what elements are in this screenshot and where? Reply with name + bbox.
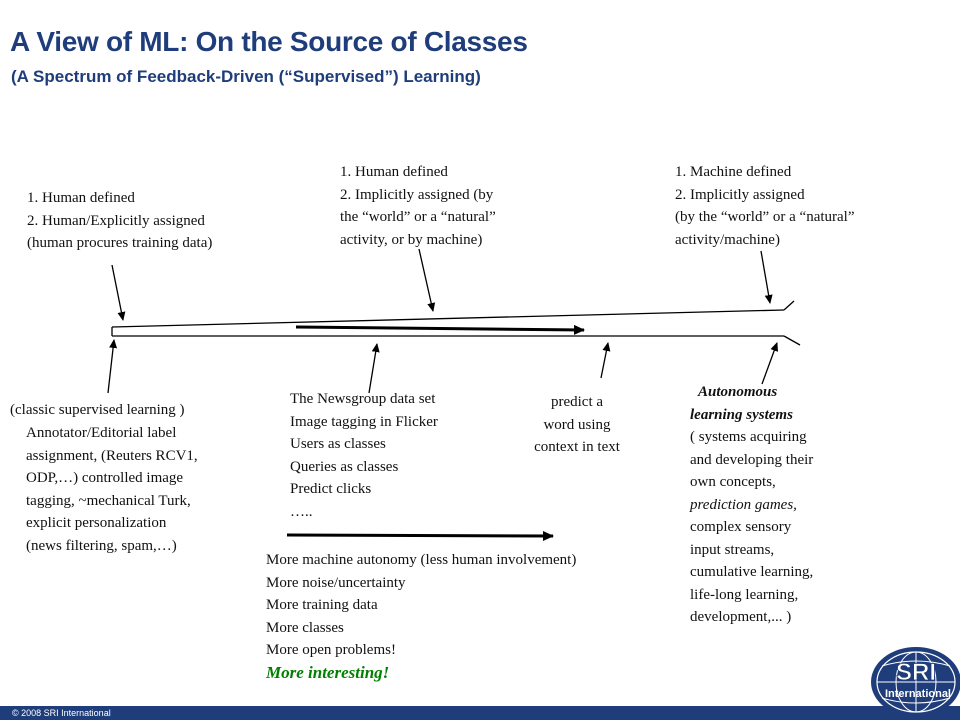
- example-line: life-long learning,: [690, 586, 799, 603]
- example-line: explicit personalization: [26, 515, 167, 531]
- example-line: The Newsgroup data set: [290, 391, 436, 407]
- example-line: …..: [290, 503, 313, 520]
- example-line: Queries as classes: [290, 458, 399, 475]
- autonomous-learning-systems: Autonomous learning systems ( systems ac…: [690, 381, 813, 629]
- label-line: activity, or by machine): [340, 231, 483, 248]
- label-line: 1. Machine defined: [675, 164, 792, 180]
- example-line: ODP,…) controlled image: [26, 470, 184, 486]
- example-line: cumulative learning,: [690, 564, 814, 580]
- copyright-text: © 2008 SRI International: [12, 708, 111, 718]
- trend-highlight: More interesting!: [266, 662, 390, 682]
- example-line: development,... ): [690, 609, 792, 625]
- autonomous-heading: Autonomous: [698, 384, 778, 400]
- label-human-implicit: 1. Human defined 2. Implicitly assigned …: [340, 161, 496, 251]
- label-line: 1. Human defined: [27, 190, 135, 206]
- label-human-explicit: 1. Human defined 2. Human/Explicitly ass…: [27, 187, 212, 255]
- example-line: Image tagging in Flicker: [290, 413, 438, 430]
- example-line: input streams,: [690, 541, 775, 558]
- example-line: Users as classes: [290, 436, 386, 452]
- pointer-arrow-autonomous: [761, 342, 779, 385]
- spectrum-wedge: [111, 300, 801, 346]
- slide-subtitle: (A Spectrum of Feedback-Driven (“Supervi…: [11, 67, 481, 86]
- label-machine-implicit: 1. Machine defined 2. Implicitly assigne…: [675, 161, 855, 251]
- example-line: predict a: [550, 394, 604, 410]
- label-line: the “world” or a “natural”: [340, 209, 496, 225]
- trend-line: More classes: [266, 619, 344, 636]
- classic-supervised-heading: (classic supervised learning ): [10, 402, 185, 418]
- example-line: complex sensory: [690, 519, 792, 535]
- label-line: 2. Implicitly assigned (by: [340, 186, 494, 203]
- slide-title: A View of ML: On the Source of Classes: [10, 26, 528, 57]
- predict-word-example: predict a word using context in text: [522, 391, 632, 459]
- example-line: own concepts,: [690, 474, 776, 490]
- example-line: and developing their: [690, 451, 814, 468]
- trend-line: More noise/uncertainty: [266, 574, 406, 591]
- logo-subtext: International: [885, 688, 951, 700]
- trend-line: More machine autonomy (less human involv…: [266, 552, 577, 568]
- inner-trend-arrow: [295, 324, 585, 335]
- logo-text: SRI: [896, 659, 936, 686]
- pointer-arrow-predict: [600, 342, 611, 379]
- example-line: word using: [543, 416, 611, 433]
- autonomous-heading: learning systems: [690, 406, 793, 423]
- example-line: assignment, (Reuters RCV1,: [26, 447, 198, 464]
- example-line: Predict clicks: [290, 481, 372, 497]
- classic-supervised-examples: Annotator/Editorial label assignment, (R…: [26, 422, 198, 557]
- example-line: ( systems acquiring: [690, 429, 807, 445]
- label-line: (human procures training data): [27, 235, 213, 251]
- pointer-arrow-newsgroup: [368, 343, 380, 394]
- pointer-arrow-middle-top: [418, 248, 436, 312]
- label-line: (by the “world” or a “natural”: [675, 209, 855, 225]
- sri-logo: SRI International: [871, 647, 960, 717]
- example-line: context in text: [534, 439, 620, 455]
- trend-arrow: [286, 530, 554, 541]
- example-line: prediction games,: [690, 496, 797, 513]
- label-line: 2. Human/Explicitly assigned: [27, 212, 205, 229]
- example-line: (news filtering, spam,…): [26, 537, 177, 554]
- label-line: activity/machine): [675, 231, 780, 248]
- pointer-arrow-left-top: [111, 264, 126, 321]
- example-line: tagging, ~mechanical Turk,: [26, 492, 191, 509]
- trend-list: More machine autonomy (less human involv…: [266, 549, 576, 684]
- pointer-arrow-right-top: [760, 250, 773, 304]
- label-line: 1. Human defined: [340, 164, 448, 180]
- trend-line: More training data: [266, 597, 378, 613]
- newsgroup-examples: The Newsgroup data set Image tagging in …: [290, 388, 438, 523]
- footer-bar: © 2008 SRI International: [0, 706, 960, 720]
- example-line: Annotator/Editorial label: [26, 425, 177, 441]
- label-line: 2. Implicitly assigned: [675, 186, 805, 203]
- trend-line: More open problems!: [266, 642, 396, 658]
- pointer-arrow-classic: [107, 339, 118, 394]
